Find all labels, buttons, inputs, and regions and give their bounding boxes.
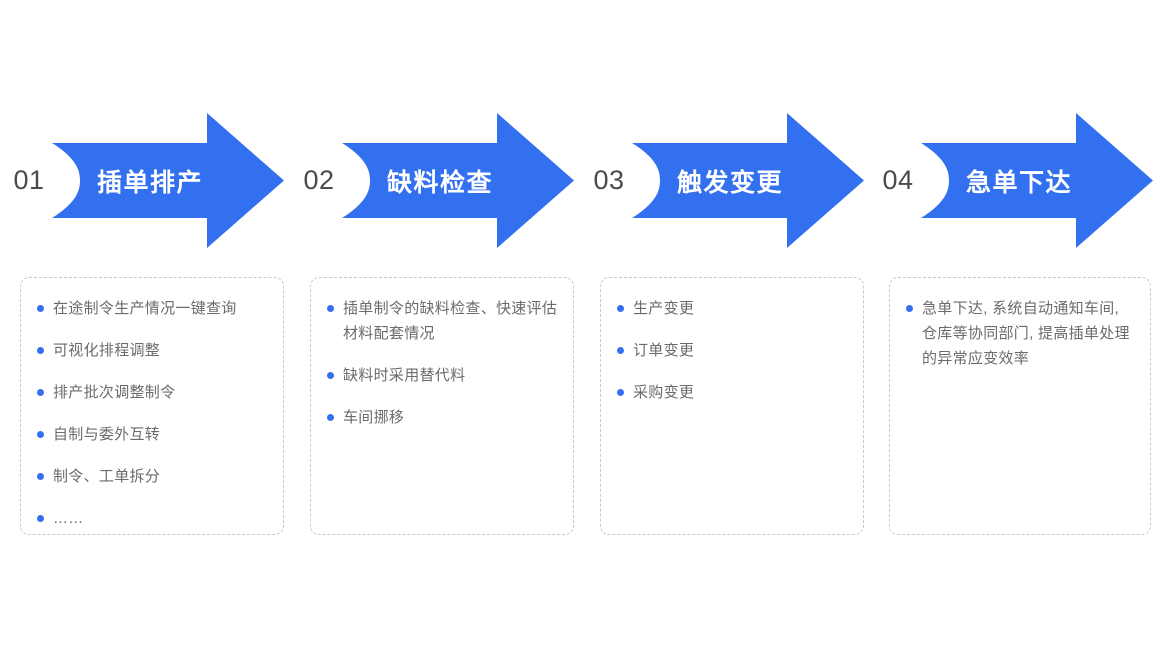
bullet-list-3: 生产变更 订单变更 采购变更 xyxy=(615,296,849,405)
list-item: 自制与委外互转 xyxy=(35,422,269,447)
bullet-dot-icon xyxy=(37,515,44,522)
arrow-shape-2 xyxy=(340,113,576,248)
list-item: 插单制令的缺料检查、快速评估材料配套情况 xyxy=(325,296,559,346)
list-item: 车间挪移 xyxy=(325,405,559,430)
step-detail-card-3: 生产变更 订单变更 采购变更 xyxy=(600,277,864,535)
step-header-1: 01 插单排产 xyxy=(0,113,290,248)
bullet-text: 排产批次调整制令 xyxy=(53,384,176,401)
list-item: 订单变更 xyxy=(615,338,849,363)
bullet-list-2: 插单制令的缺料检查、快速评估材料配套情况 缺料时采用替代料 车间挪移 xyxy=(325,296,559,430)
bullet-list-1: 在途制令生产情况一键查询 可视化排程调整 排产批次调整制令 自制与委外互转 制令… xyxy=(35,296,269,531)
bullet-dot-icon xyxy=(37,305,44,312)
process-step-2: 02 缺料检查 插单制令的缺料检查、快速评估材料配套情况 缺料时采用替代料 车间… xyxy=(290,0,580,652)
process-step-3: 03 触发变更 生产变更 订单变更 采购变更 xyxy=(580,0,870,652)
arrow-shape-3 xyxy=(630,113,866,248)
bullet-text: 可视化排程调整 xyxy=(53,342,161,359)
process-step-1: 01 插单排产 在途制令生产情况一键查询 可视化排程调整 排产批次调整制令 自制… xyxy=(0,0,290,652)
bullet-text: 车间挪移 xyxy=(343,409,405,426)
arrow-shape-1 xyxy=(50,113,286,248)
bullet-text: 采购变更 xyxy=(633,384,695,401)
list-item: 缺料时采用替代料 xyxy=(325,363,559,388)
list-item: 生产变更 xyxy=(615,296,849,321)
step-number-2: 02 xyxy=(303,165,335,195)
bullet-dot-icon xyxy=(37,431,44,438)
bullet-text: 生产变更 xyxy=(633,300,695,317)
bullet-dot-icon xyxy=(37,347,44,354)
bullet-dot-icon xyxy=(327,372,334,379)
list-item: 急单下达, 系统自动通知车间, 仓库等协同部门, 提高插单处理的异常应变效率 xyxy=(904,296,1136,371)
step-detail-card-4: 急单下达, 系统自动通知车间, 仓库等协同部门, 提高插单处理的异常应变效率 xyxy=(889,277,1151,535)
list-item: …… xyxy=(35,506,269,531)
bullet-text: …… xyxy=(53,510,84,527)
bullet-text: 自制与委外互转 xyxy=(53,426,161,443)
process-step-4: 04 急单下达 急单下达, 系统自动通知车间, 仓库等协同部门, 提高插单处理的… xyxy=(869,0,1159,652)
bullet-dot-icon xyxy=(617,305,624,312)
step-header-2: 02 缺料检查 xyxy=(290,113,580,248)
step-header-4: 04 急单下达 xyxy=(869,113,1159,248)
bullet-dot-icon xyxy=(906,305,913,312)
bullet-dot-icon xyxy=(37,473,44,480)
bullet-text: 制令、工单拆分 xyxy=(53,468,161,485)
list-item: 采购变更 xyxy=(615,380,849,405)
bullet-text: 缺料时采用替代料 xyxy=(343,367,466,384)
bullet-text: 插单制令的缺料检查、快速评估材料配套情况 xyxy=(343,300,558,342)
list-item: 在途制令生产情况一键查询 xyxy=(35,296,269,321)
step-number-1: 01 xyxy=(13,165,45,195)
step-detail-card-2: 插单制令的缺料检查、快速评估材料配套情况 缺料时采用替代料 车间挪移 xyxy=(310,277,574,535)
bullet-dot-icon xyxy=(327,305,334,312)
step-header-3: 03 触发变更 xyxy=(580,113,870,248)
bullet-dot-icon xyxy=(617,389,624,396)
list-item: 可视化排程调整 xyxy=(35,338,269,363)
step-number-4: 04 xyxy=(882,165,914,195)
bullet-dot-icon xyxy=(37,389,44,396)
bullet-list-4: 急单下达, 系统自动通知车间, 仓库等协同部门, 提高插单处理的异常应变效率 xyxy=(904,296,1136,371)
bullet-dot-icon xyxy=(617,347,624,354)
list-item: 制令、工单拆分 xyxy=(35,464,269,489)
arrow-shape-4 xyxy=(919,113,1155,248)
bullet-text: 订单变更 xyxy=(633,342,695,359)
bullet-text: 在途制令生产情况一键查询 xyxy=(53,300,237,317)
bullet-text: 急单下达, 系统自动通知车间, 仓库等协同部门, 提高插单处理的异常应变效率 xyxy=(922,300,1130,367)
list-item: 排产批次调整制令 xyxy=(35,380,269,405)
step-number-3: 03 xyxy=(593,165,625,195)
step-detail-card-1: 在途制令生产情况一键查询 可视化排程调整 排产批次调整制令 自制与委外互转 制令… xyxy=(20,277,284,535)
bullet-dot-icon xyxy=(327,414,334,421)
